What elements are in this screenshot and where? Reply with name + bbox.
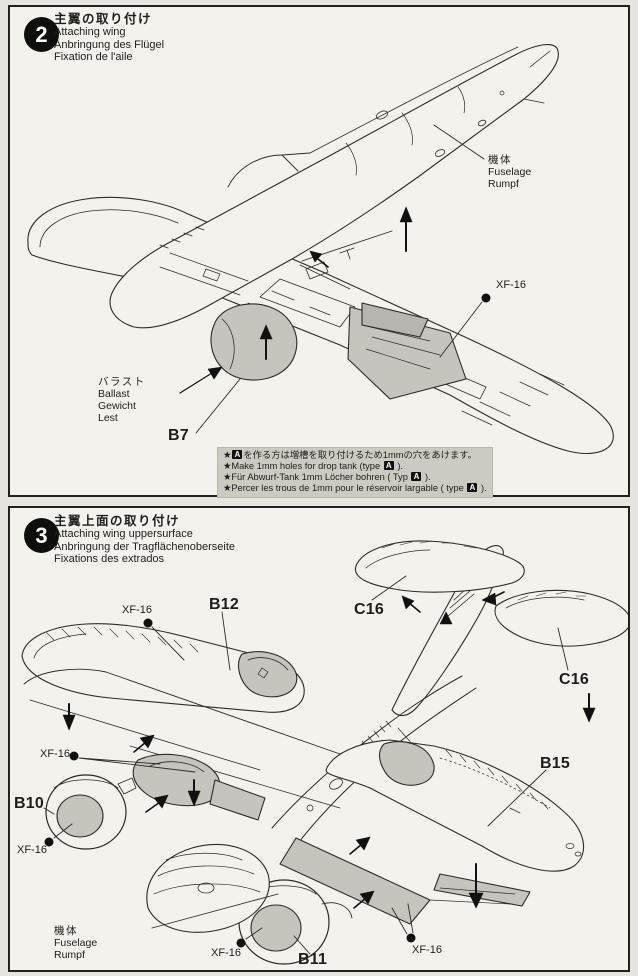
tail-assembly-drawing bbox=[354, 540, 628, 717]
paint-label-xf16: XF-16 bbox=[496, 279, 526, 291]
step-title-ja: 主翼上面の取り付け bbox=[54, 514, 181, 528]
fuselage-caption: 機体 Fuselage Rumpf bbox=[488, 154, 531, 190]
fuselage-caption-de: Rumpf bbox=[54, 949, 85, 961]
part-label-b12: B12 bbox=[209, 596, 239, 613]
type-a-badge: A bbox=[232, 450, 243, 459]
fuselage-caption-en: Fuselage bbox=[488, 166, 532, 178]
type-a-badge: A bbox=[383, 461, 394, 470]
note-line-fr: ★Percer les trous de 1mm pour le réservo… bbox=[223, 483, 487, 494]
part-label-b11: B11 bbox=[298, 951, 328, 968]
paint-label-xf16: XF-16 bbox=[122, 604, 152, 616]
note-line-de: ★Für Abwurf-Tank 1mm Löcher bohren ( Typ… bbox=[223, 472, 487, 483]
fuselage-caption: 機体 Fuselage Rumpf bbox=[54, 925, 97, 961]
note-de-pre: ★Für Abwurf-Tank 1mm Löcher bohren ( Typ bbox=[223, 472, 411, 482]
step2-panel: 2 主翼の取り付け Attaching wing Anbringung des … bbox=[8, 5, 630, 498]
ballast-caption-fr: Lest bbox=[98, 412, 118, 424]
fuselage-caption-en: Fuselage bbox=[54, 937, 98, 949]
b15-wing-panel-drawing bbox=[325, 739, 585, 872]
assembly-arrows bbox=[179, 206, 413, 394]
nose-glazing-drawing bbox=[146, 844, 270, 933]
step-title-ja: 主翼の取り付け bbox=[54, 12, 153, 26]
step3-panel: 3 主翼上面の取り付け Attaching wing uppersurface … bbox=[8, 506, 630, 972]
step-number: 3 bbox=[35, 522, 48, 548]
step3-illustration bbox=[21, 540, 628, 965]
ballast-caption-de: Gewicht bbox=[98, 400, 136, 412]
step-title-en: Attaching wing bbox=[54, 26, 126, 38]
step-number: 2 bbox=[35, 21, 48, 47]
step-number-badge: 2 bbox=[24, 17, 59, 52]
part-label-b7: B7 bbox=[168, 427, 189, 444]
leader-lines bbox=[43, 575, 569, 955]
part-label-c16-right: C16 bbox=[559, 671, 589, 688]
paint-label-xf16: XF-16 bbox=[17, 844, 47, 856]
note-fr-pre: ★Percer les trous de 1mm pour le réservo… bbox=[223, 483, 467, 493]
note-en-post: ). bbox=[394, 461, 403, 471]
step-title-de: Anbringung des Flügel bbox=[54, 38, 165, 51]
note-ja-pre: ★ bbox=[223, 450, 232, 460]
paint-label-xf16: XF-16 bbox=[40, 748, 70, 760]
fuselage-caption-ja: 機体 bbox=[488, 154, 512, 166]
step-title: 主翼の取り付け Attaching wing Anbringung des Fl… bbox=[54, 12, 164, 64]
step-title-fr: Fixations des extrados bbox=[54, 553, 165, 566]
step2-illustration bbox=[27, 44, 614, 455]
part-label-b10: B10 bbox=[14, 795, 44, 812]
wing-drawing bbox=[27, 196, 614, 455]
ballast-caption-en: Ballast bbox=[98, 388, 130, 400]
right-wing-drawing bbox=[279, 837, 531, 925]
step-title-fr: Fixation de l'aile bbox=[54, 51, 133, 64]
fuselage-caption-de: Rumpf bbox=[488, 178, 519, 190]
paint-label-xf16: XF-16 bbox=[412, 944, 442, 956]
type-a-badge: A bbox=[467, 483, 478, 492]
ballast-caption: バラスト Ballast Gewicht Lest bbox=[98, 376, 146, 424]
ballast-caption-ja: バラスト bbox=[98, 376, 146, 388]
note-ja-post: を作る方は増槽を取り付けるため1mmの穴をあけます。 bbox=[243, 450, 477, 460]
step-title-de: Anbringung der Tragflächenoberseite bbox=[54, 540, 236, 553]
part-label-c16-left: C16 bbox=[354, 601, 384, 618]
step-title: 主翼上面の取り付け Attaching wing uppersurface An… bbox=[54, 514, 235, 566]
fuselage-caption-ja: 機体 bbox=[54, 925, 78, 937]
paint-dots bbox=[44, 618, 416, 948]
assembly-arrows bbox=[62, 591, 596, 909]
step-number-badge: 3 bbox=[24, 518, 59, 553]
note-de-post: ). bbox=[422, 472, 431, 482]
fuselage-drawing bbox=[109, 44, 559, 329]
note-en-pre: ★Make 1mm holes for drop tank (type bbox=[223, 461, 383, 471]
leader-lines bbox=[195, 124, 485, 434]
drop-tank-drawing bbox=[210, 303, 298, 381]
part-label-b15: B15 bbox=[540, 755, 570, 772]
note-fr-post: ). bbox=[478, 483, 487, 493]
note-line-en: ★Make 1mm holes for drop tank (type A ). bbox=[223, 461, 487, 472]
paint-dot bbox=[481, 293, 491, 303]
b12-wing-panel-drawing bbox=[21, 623, 305, 713]
step-title-en: Attaching wing uppersurface bbox=[54, 528, 193, 540]
type-a-badge: A bbox=[411, 472, 422, 481]
paint-label-xf16: XF-16 bbox=[211, 947, 241, 959]
radiator-parts-drawing bbox=[347, 302, 467, 400]
b10-cowl-ring-drawing bbox=[45, 774, 137, 850]
